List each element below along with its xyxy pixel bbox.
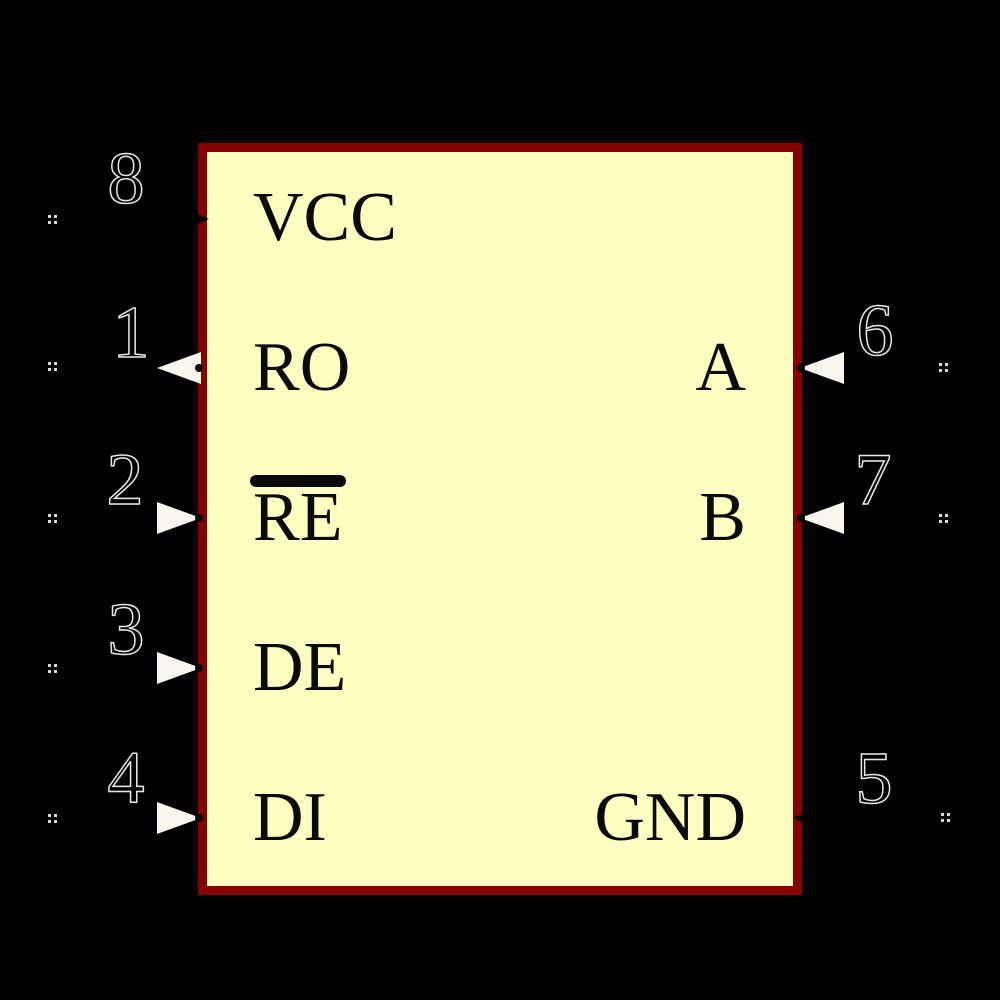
pin-label-b: B — [699, 479, 746, 556]
re-overline-bar — [250, 475, 346, 487]
pin-ro-wire-dot — [195, 364, 203, 372]
pin-label-a: A — [695, 329, 746, 406]
pin-label-vcc: VCC — [253, 179, 397, 256]
pin-number-1: 1 — [112, 292, 151, 374]
pin-6-endpoint-marker[interactable] — [939, 363, 948, 372]
pin-number-6: 6 — [856, 290, 895, 372]
pin-5-endpoint-marker[interactable] — [941, 813, 950, 822]
pin-7-endpoint-marker[interactable] — [939, 514, 948, 523]
pin-label-ro: RO — [253, 329, 351, 406]
pin-b-wire-dot — [797, 514, 805, 522]
pin-label-re: RE — [253, 479, 343, 556]
pin-de-arrow-right-icon — [157, 652, 201, 684]
pin-8-endpoint-marker[interactable] — [48, 215, 57, 224]
pin-1-endpoint-marker[interactable] — [48, 362, 57, 371]
pin-number-3: 3 — [107, 589, 146, 671]
pin-vcc-wire-arrow-icon — [193, 212, 209, 226]
pin-label-gnd: GND — [594, 779, 746, 856]
pin-label-di: DI — [253, 779, 327, 856]
pin-number-7: 7 — [854, 439, 893, 521]
pin-3-endpoint-marker[interactable] — [48, 664, 57, 673]
pin-a-arrow-left-icon — [800, 352, 844, 384]
pin-number-2: 2 — [106, 439, 145, 521]
pin-re-arrow-right-icon — [157, 502, 201, 534]
pin-gnd-wire-arrow-icon — [793, 811, 809, 825]
pin-di-wire-dot — [195, 814, 203, 822]
pin-2-endpoint-marker[interactable] — [48, 514, 57, 523]
pin-number-4: 4 — [107, 737, 146, 819]
pin-ro-arrow-left-icon — [157, 352, 201, 384]
pin-di-arrow-right-icon — [157, 802, 201, 834]
pin-label-de: DE — [253, 629, 347, 706]
pin-number-5: 5 — [855, 738, 894, 820]
pin-b-arrow-left-icon — [800, 502, 844, 534]
pin-4-endpoint-marker[interactable] — [48, 814, 57, 823]
pin-de-wire-dot — [195, 664, 203, 672]
pin-a-wire-dot — [797, 364, 805, 372]
pin-re-wire-dot — [195, 514, 203, 522]
pin-number-8: 8 — [107, 138, 146, 220]
